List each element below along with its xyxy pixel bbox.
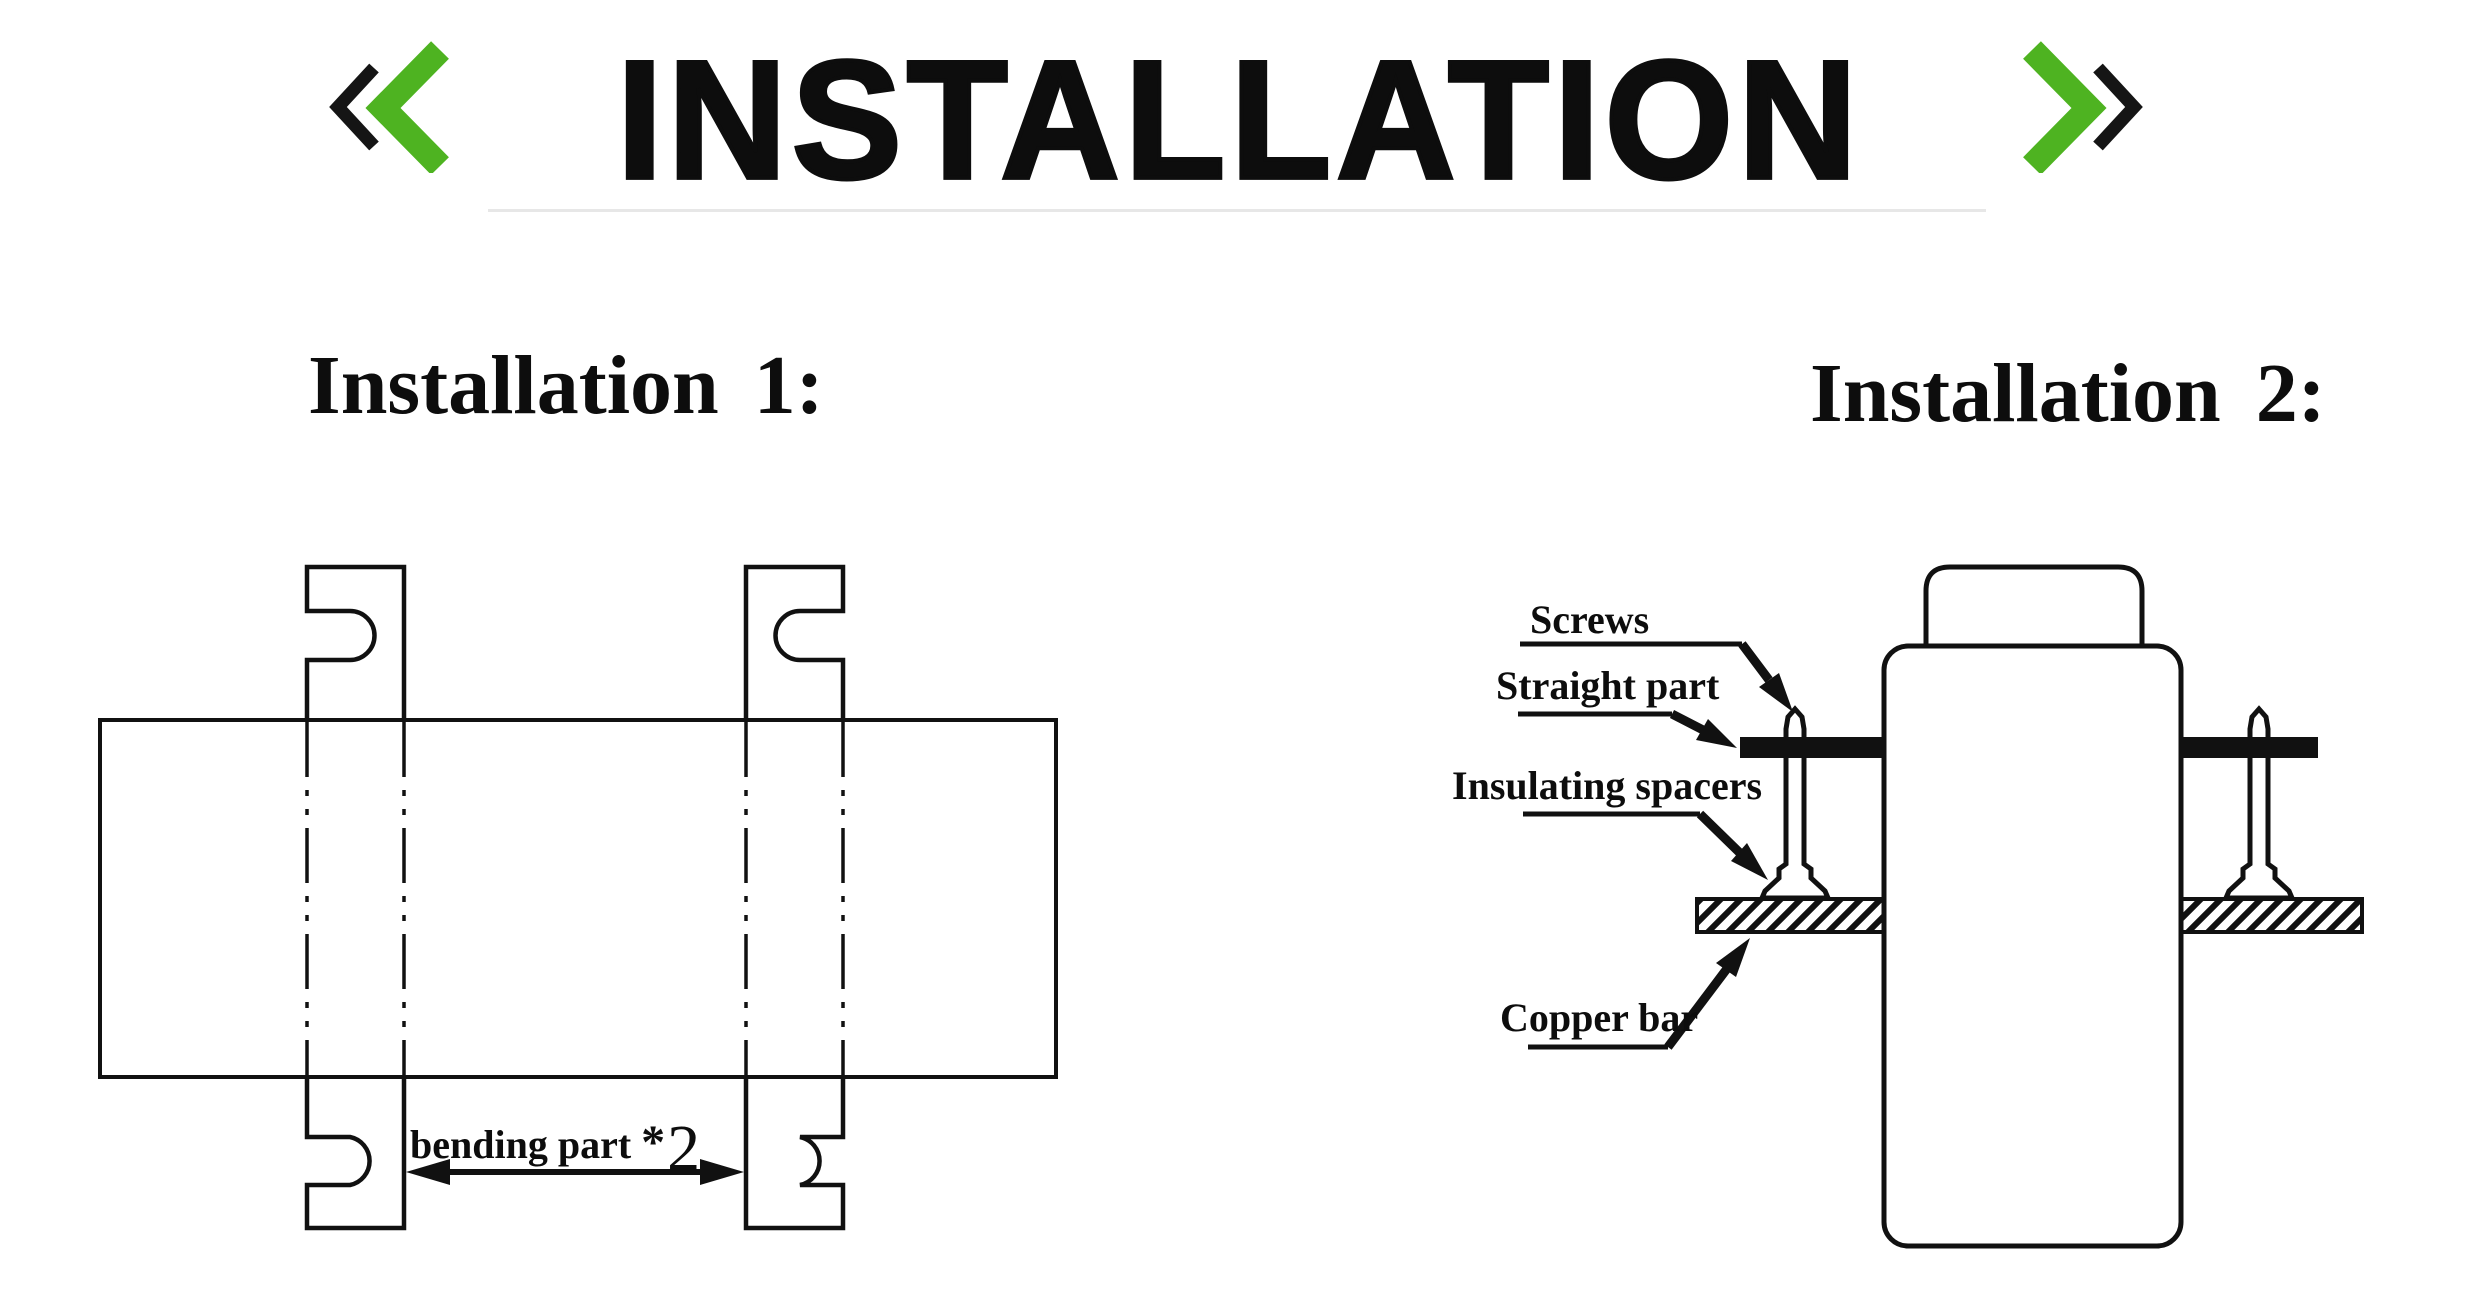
leader-screws-arrowhead-icon [1759, 673, 1793, 712]
arrowhead-right-icon [700, 1159, 744, 1185]
leader-insulating-spacers-arrowhead-icon [1731, 843, 1768, 880]
insulating-spacers-label: Insulating spacers [1452, 763, 1763, 808]
straight-part-bar-right [2181, 737, 2318, 758]
double-chevron-left-icon [329, 41, 449, 173]
leader-copper-bar [1528, 938, 1750, 1050]
ct-body [1881, 643, 2184, 1249]
ct-top-cap [1923, 564, 2145, 646]
copper-bar-left [1695, 897, 1886, 934]
double-chevron-right-icon [2023, 41, 2143, 173]
centerlines [305, 722, 845, 1075]
screw-left-tip [1783, 705, 1807, 737]
clamp-top-left [304, 564, 407, 720]
straight-part-label: Straight part [1496, 663, 1720, 708]
copper-bar-label: Copper bar [1500, 995, 1699, 1040]
arrowhead-left-icon [406, 1159, 450, 1185]
installation-2-heading: Installation 2: [1810, 347, 2326, 440]
flat-copper-bar-rect [98, 718, 1058, 1079]
chevron-right-small-icon [2093, 63, 2143, 151]
installation-1-heading: Installation 1: [308, 339, 824, 432]
leader-copper-bar-arrowhead-icon [1716, 938, 1750, 977]
screw-right-with-spacer [2222, 758, 2296, 901]
chevron-right-large-icon [2023, 41, 2107, 173]
installation-1-drawing [98, 564, 1058, 1231]
chevron-left-large-icon [365, 41, 449, 173]
clamp-bottom-right [743, 1077, 846, 1231]
leader-straight-part [1518, 709, 1737, 748]
bending-part-label: bending part [410, 1122, 632, 1167]
bending-span-arrow [406, 1159, 744, 1185]
bending-part-annotation: bending part * 2 [410, 1104, 700, 1182]
installation-2-drawing [1518, 564, 2364, 1249]
straight-part-bar-left [1740, 737, 1884, 758]
chevron-left-small-icon [329, 63, 379, 151]
screw-right-tip [2247, 705, 2271, 737]
asterisk-mark: * [641, 1116, 666, 1169]
clamp-bottom-left [304, 1077, 407, 1231]
page-title: INSTALLATION [615, 25, 1863, 214]
bending-part-count: 2 [667, 1112, 701, 1185]
leader-straight-part-arrowhead-icon [1696, 719, 1737, 748]
copper-bar-right [2179, 897, 2364, 934]
leader-screws [1520, 641, 1793, 712]
title-underline [488, 209, 1986, 212]
screws-label: Screws [1530, 597, 1650, 642]
leader-insulating-spacers [1523, 810, 1768, 880]
screw-left-with-spacer [1758, 758, 1832, 901]
clamp-top-right [743, 564, 846, 720]
